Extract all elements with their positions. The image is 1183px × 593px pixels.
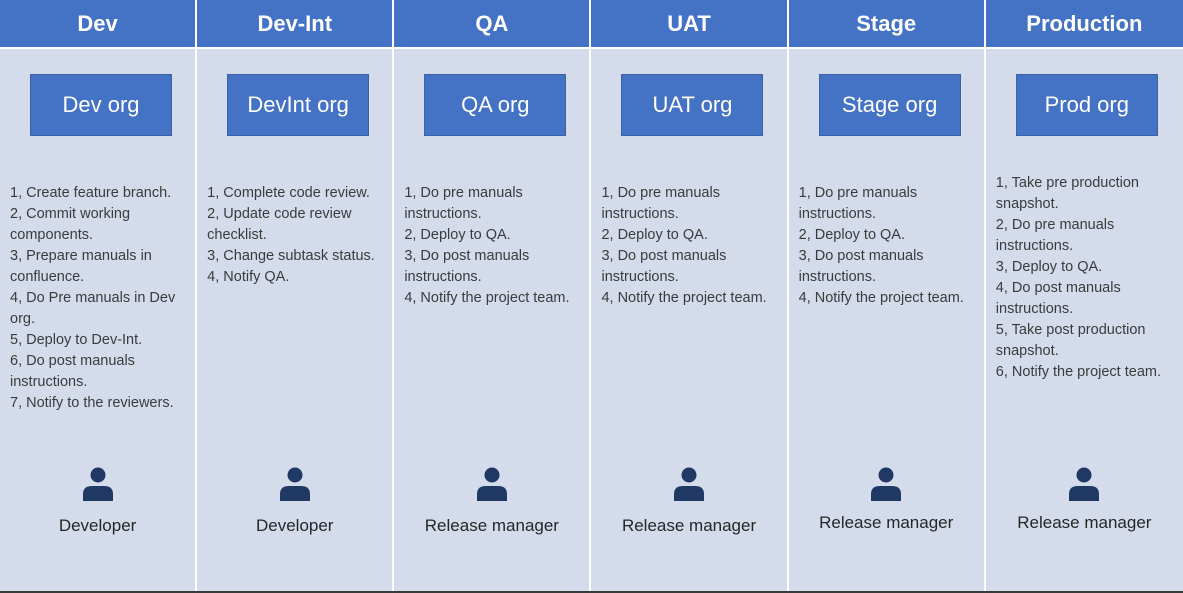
column-header: Dev	[0, 0, 196, 49]
role-label: Release manager	[424, 516, 559, 535]
step-item: 3, Change subtask status.	[207, 248, 375, 264]
step-item: 4, Notify the project team.	[601, 290, 767, 306]
step-item: 3, Prepare manuals in confluence.	[10, 248, 152, 285]
column-body: Dev org 1, Create feature branch. 2, Com…	[0, 49, 196, 591]
step-item: 1, Do pre manuals instructions.	[601, 185, 720, 222]
column-body: Stage org 1, Do pre manuals instructions…	[788, 49, 984, 591]
column-dev: Dev Dev org 1, Create feature branch. 2,…	[0, 0, 198, 591]
column-header: Production	[985, 0, 1183, 49]
org-box: UAT org	[621, 74, 764, 136]
step-list: 1, Complete code review. 2, Update code …	[207, 183, 387, 288]
role-label: Release manager	[621, 516, 757, 535]
step-item: 4, Notify QA.	[207, 269, 290, 285]
column-body: DevInt org 1, Complete code review. 2, U…	[197, 49, 393, 591]
step-item: 2, Commit working components.	[10, 206, 131, 243]
role-label: Release manager	[1017, 513, 1152, 532]
step-item: 1, Create feature branch.	[10, 185, 172, 201]
org-box: Dev org	[30, 74, 172, 136]
role-label: Developer	[58, 516, 137, 535]
column-header: Dev-Int	[197, 0, 393, 49]
step-item: 2, Deploy to QA.	[404, 227, 511, 243]
org-box: Prod org	[1015, 74, 1158, 136]
column-qa: QA QA org 1, Do pre manuals instructions…	[394, 0, 592, 591]
step-item: 2, Update code review checklist.	[207, 206, 352, 243]
step-item: 4, Notify the project team.	[404, 290, 570, 306]
column-dev-int: Dev-Int DevInt org 1, Complete code revi…	[197, 0, 395, 591]
step-list: 1, Do pre manuals instructions. 2, Deplo…	[404, 183, 584, 309]
step-item: 2, Do pre manuals instructions.	[995, 217, 1115, 254]
step-item: 1, Complete code review.	[207, 185, 370, 201]
org-box: DevInt org	[227, 74, 370, 136]
org-box: Stage org	[818, 74, 961, 136]
column-uat: UAT UAT org 1, Do pre manuals instructio…	[591, 0, 789, 591]
step-item: 3, Do post manuals instructions.	[798, 248, 924, 285]
step-item: 4, Do Pre manuals in Dev org.	[10, 290, 176, 327]
step-item: 5, Deploy to Dev-Int.	[10, 332, 143, 348]
step-item: 3, Do post manuals instructions.	[404, 248, 530, 285]
person-icon	[476, 467, 507, 501]
role-label: Release manager	[819, 513, 954, 532]
column-body: UAT org 1, Do pre manuals instructions. …	[591, 49, 787, 591]
step-item: 4, Do post manuals instructions.	[995, 280, 1121, 317]
role-label: Developer	[255, 516, 334, 535]
org-box: QA org	[424, 74, 567, 136]
step-item: 7, Notify to the reviewers.	[10, 395, 174, 411]
step-item: 1, Take pre production snapshot.	[995, 175, 1139, 212]
step-item: 2, Deploy to QA.	[601, 227, 708, 243]
column-stage: Stage Stage org 1, Do pre manuals instru…	[788, 0, 986, 591]
step-item: 6, Notify the project team.	[995, 364, 1161, 380]
person-icon	[1069, 467, 1100, 501]
step-item: 6, Do post manuals instructions.	[10, 353, 135, 390]
step-item: 2, Deploy to QA.	[798, 227, 906, 243]
step-item: 3, Do post manuals instructions.	[601, 248, 727, 285]
step-item: 3, Deploy to QA.	[995, 259, 1103, 275]
column-body: QA org 1, Do pre manuals instructions. 2…	[394, 49, 590, 591]
step-item: 5, Take post production snapshot.	[995, 322, 1146, 359]
person-icon	[82, 467, 113, 501]
step-item: 1, Do pre manuals instructions.	[404, 185, 523, 222]
step-list: 1, Do pre manuals instructions. 2, Deplo…	[601, 183, 781, 309]
person-icon	[279, 467, 310, 501]
person-icon	[674, 467, 705, 501]
column-header: UAT	[591, 0, 787, 49]
step-item: 1, Do pre manuals instructions.	[798, 185, 918, 222]
step-list: 1, Take pre production snapshot. 2, Do p…	[996, 173, 1176, 383]
column-header: Stage	[788, 0, 984, 49]
step-item: 4, Notify the project team.	[798, 290, 964, 306]
step-list: 1, Create feature branch. 2, Commit work…	[10, 183, 190, 414]
column-production: Production Prod org 1, Take pre producti…	[985, 0, 1183, 591]
step-list: 1, Do pre manuals instructions. 2, Deplo…	[799, 183, 979, 309]
person-icon	[871, 467, 902, 501]
column-body: Prod org 1, Take pre production snapshot…	[985, 49, 1183, 591]
column-header: QA	[394, 0, 590, 49]
